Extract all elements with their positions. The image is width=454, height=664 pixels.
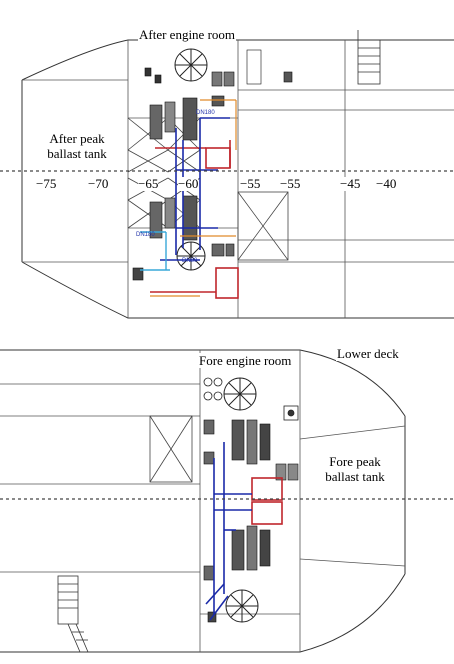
- fore-engine-room-label: Fore engine room: [198, 353, 293, 368]
- frame-tick: −75: [36, 176, 57, 191]
- frame-tick: −70: [88, 176, 109, 191]
- frame-tick: −55: [240, 176, 261, 191]
- after-peak-line2: ballast tank: [47, 146, 107, 161]
- after-hull-outline: [21, 39, 454, 319]
- fore-red-pipes: [251, 477, 283, 525]
- after-peak-ballast-tank-label: After peak ballast tank: [40, 131, 114, 161]
- frame-tick: −40: [376, 176, 397, 191]
- fore-peak-line1: Fore peak: [329, 454, 381, 469]
- fore-frame-cross: [149, 415, 193, 483]
- fore-winch: [223, 377, 259, 623]
- fore-engine-room-plan: Fore engine room Lower deck Fore peak ba…: [0, 334, 454, 664]
- after-machinery: [132, 49, 293, 281]
- frame-tick: −65: [138, 176, 159, 191]
- frame-tick: −55: [280, 176, 301, 191]
- after-cyan-pipes: [140, 231, 170, 271]
- fore-peak-line2: ballast tank: [325, 469, 385, 484]
- pipe-label-dn80: DN80: [182, 258, 198, 264]
- fore-deck-lines: [0, 350, 406, 652]
- frame-tick: −60: [178, 176, 199, 191]
- fore-hull-outline: [0, 349, 406, 653]
- fore-peak-ballast-tank-label: Fore peak ballast tank: [318, 454, 392, 484]
- fore-symbols: [203, 377, 299, 421]
- after-winch: [174, 48, 208, 271]
- lower-deck-label: Lower deck: [336, 346, 400, 361]
- pipe-label-dn180-b: DN180: [136, 232, 155, 238]
- after-stair: [350, 30, 381, 85]
- after-engine-room-label: After engine room: [138, 27, 237, 42]
- after-red-pipes: [150, 140, 239, 299]
- fore-plan-drawing: [0, 349, 454, 653]
- after-engine-room-plan: After engine room After peak ballast tan…: [0, 0, 454, 330]
- after-plan-drawing: [0, 30, 454, 319]
- after-orange-pipes: [150, 99, 237, 297]
- fore-blue-pipes: [205, 442, 252, 621]
- frame-tick: −45: [340, 176, 361, 191]
- after-blue-pipes: [160, 117, 230, 261]
- fore-stair: [57, 575, 89, 653]
- after-peak-line1: After peak: [49, 131, 105, 146]
- pipe-label-dn180-a: DN180: [196, 110, 215, 116]
